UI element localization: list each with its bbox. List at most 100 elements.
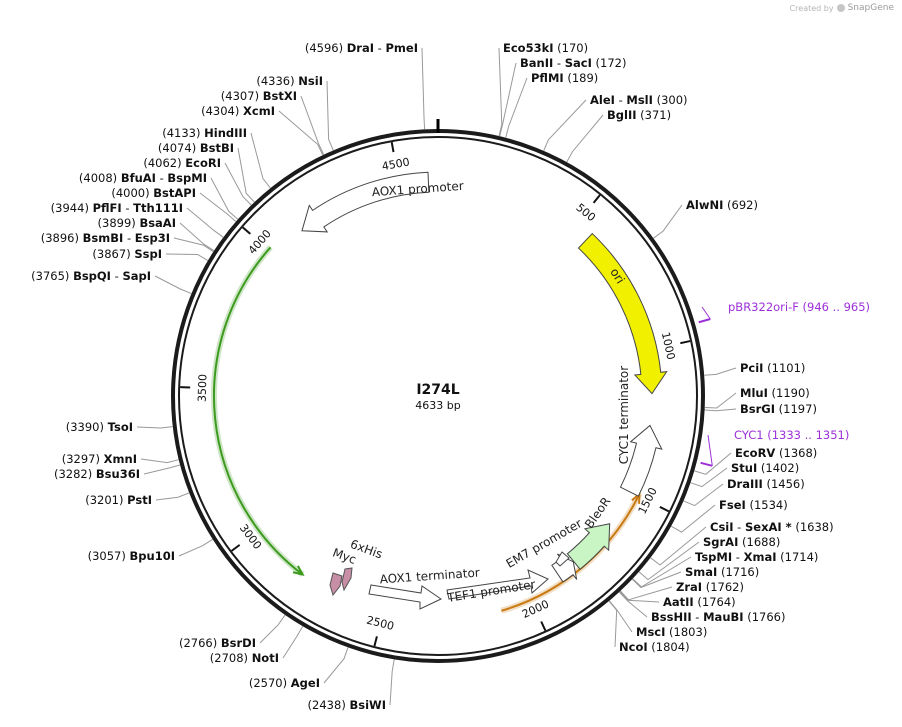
site-enzyme-name: BanII <box>520 56 553 70</box>
site-label-csii[interactable]: CsiI - SexAI * (1638) <box>710 520 834 534</box>
site-label-smai[interactable]: SmaI (1716) <box>685 565 759 579</box>
site-label-noti[interactable]: (2708) NotI <box>210 651 279 665</box>
site-leader-line <box>154 275 192 295</box>
site-label-banii[interactable]: BanII - SacI (172) <box>520 56 627 70</box>
site-leader-line <box>704 408 737 412</box>
feature-ori-arrow[interactable] <box>577 232 668 395</box>
site-label-stui[interactable]: StuI (1402) <box>731 461 799 475</box>
site-label-sgrai[interactable]: SgrAI (1688) <box>703 535 780 549</box>
site-label-agei[interactable]: (2570) AgeI <box>249 676 320 690</box>
site-leader-line <box>155 492 190 501</box>
site-position-value: 3899 <box>102 216 131 230</box>
site-label-fsei[interactable]: FseI (1534) <box>719 498 788 512</box>
site-label-hindiii[interactable]: (4133) HindIII <box>162 126 247 140</box>
site-label-tspmi[interactable]: TspMI - XmaI (1714) <box>695 550 818 564</box>
site-separator: - <box>374 41 385 55</box>
site-label-pflfi[interactable]: (3944) PflFI - Tth111I <box>51 201 183 215</box>
primer-mark[interactable] <box>700 461 713 467</box>
site-leader-line <box>136 426 173 429</box>
site-label-ncoi[interactable]: NcoI (1804) <box>619 640 690 654</box>
site-enzyme-name: Esp3I <box>135 231 170 245</box>
site-position: (1368) <box>779 446 817 460</box>
primer-mark[interactable] <box>698 318 711 324</box>
site-label-bsshii[interactable]: BssHII - MauBI (1766) <box>651 610 785 624</box>
site-label-bglii[interactable]: BglII (371) <box>607 108 671 122</box>
site-label-zrai[interactable]: ZraI (1762) <box>676 580 744 594</box>
site-position: (1804) <box>651 640 689 654</box>
site-label-bfuai[interactable]: (4008) BfuAI - BspMI <box>79 171 207 185</box>
feature-cyc1-terminator-arrow[interactable] <box>619 424 663 497</box>
site-label-bsu36i[interactable]: (3282) Bsu36I <box>54 467 140 481</box>
site-position-value: 2438 <box>312 698 341 712</box>
site-label-eco53ki[interactable]: Eco53kI (170) <box>503 41 588 55</box>
primer-label-pbr322ori-f[interactable]: pBR322ori-F (946 .. 965) <box>728 300 870 314</box>
site-enzyme-name: EcoRI <box>185 156 221 170</box>
site-separator: - <box>122 201 133 215</box>
site-label-xmni[interactable]: (3297) XmnI <box>62 452 137 466</box>
site-position: (1638) <box>795 520 833 534</box>
primer-range: (1333 .. 1351) <box>767 428 849 442</box>
site-position-value: 1190 <box>776 386 805 400</box>
feature-aox1-promoter-arrow[interactable] <box>301 171 430 233</box>
site-label-pflmi[interactable]: PflMI (189) <box>531 71 598 85</box>
myc-tag-arrow[interactable] <box>329 572 343 597</box>
site-label-bsiwi[interactable]: (2438) BsiWI <box>308 698 386 712</box>
6xhis-tag-arrow[interactable] <box>341 567 353 592</box>
site-leader-line <box>300 95 325 155</box>
site-position-value: 4307 <box>225 89 254 103</box>
site-label-draiii[interactable]: DraIII (1456) <box>727 477 805 491</box>
em7-promoter-arrow[interactable] <box>555 551 570 567</box>
tick-mark <box>373 636 378 647</box>
site-label-bstapi[interactable]: (4000) BstAPI <box>111 186 196 200</box>
primer-label-cyc1[interactable]: CYC1 (1333 .. 1351) <box>734 428 849 442</box>
site-label-bsrdi[interactable]: (2766) BsrDI <box>179 636 256 650</box>
site-position: (2438) <box>308 698 346 712</box>
site-label-msci[interactable]: MscI (1803) <box>636 625 707 639</box>
site-position-value: 3201 <box>90 493 119 507</box>
site-enzyme-name: FseI <box>719 498 746 512</box>
site-position: (1534) <box>749 498 787 512</box>
site-label-ecori[interactable]: (4062) EcoRI <box>143 156 221 170</box>
site-position: (1101) <box>767 361 805 375</box>
site-label-psti[interactable]: (3201) PstI <box>85 493 152 507</box>
site-label-xcmi[interactable]: (4304) XcmI <box>201 104 275 118</box>
site-label-nsii[interactable]: (4336) NsiI <box>256 74 323 88</box>
site-enzyme-name: SacI <box>565 56 592 70</box>
site-label-bstbi[interactable]: (4074) BstBI <box>158 141 234 155</box>
site-leader-line <box>620 586 673 601</box>
site-label-pcii[interactable]: PciI (1101) <box>740 361 805 375</box>
tef1-promoter-arrow[interactable] <box>446 569 549 600</box>
site-leader-line <box>650 526 707 566</box>
site-label-bstxi[interactable]: (4307) BstXI <box>221 89 297 103</box>
site-label-ecorv[interactable]: EcoRV (1368) <box>735 446 817 460</box>
site-position: (3896) <box>41 231 79 245</box>
site-separator: - <box>615 93 626 107</box>
site-position: (692) <box>727 198 758 212</box>
primer-layer: pBR322ori-F (946 .. 965) CYC1 (1333 .. 13… <box>698 300 870 467</box>
aox1-terminator-arrow[interactable] <box>368 584 442 610</box>
site-leader-line <box>186 207 224 238</box>
site-enzyme-name: DraI <box>347 41 374 55</box>
site-position: (1714) <box>780 550 818 564</box>
site-position: (4304) <box>201 104 239 118</box>
site-label-bsaai[interactable]: (3899) BsaAI <box>98 216 177 230</box>
site-label-drai[interactable]: (4596) DraI - PmeI <box>305 41 418 55</box>
site-leader-line <box>421 47 426 130</box>
tick-label: 4500 <box>381 155 411 173</box>
site-label-tsoi[interactable]: (3390) TsoI <box>66 420 133 434</box>
site-enzyme-name: TspMI <box>695 550 732 564</box>
aox1-terminator-label: AOX1 terminator <box>379 566 480 587</box>
site-label-bspqi[interactable]: (3765) BspQI - SapI <box>31 269 151 283</box>
feature-bleor-arrow[interactable] <box>566 523 611 570</box>
site-label-mlui[interactable]: MluI (1190) <box>740 386 810 400</box>
site-label-bsrgi[interactable]: BsrGI (1197) <box>740 402 817 416</box>
site-label-bpu10i[interactable]: (3057) Bpu10I <box>88 549 175 563</box>
site-label-alei[interactable]: AleI - MslI (300) <box>590 93 688 107</box>
site-enzyme-name: BspQI <box>73 269 111 283</box>
site-label-sspi[interactable]: (3867) SspI <box>92 247 162 261</box>
site-label-aatii[interactable]: AatII (1764) <box>663 595 736 609</box>
site-label-alwni[interactable]: AlwNI (692) <box>686 198 758 212</box>
site-label-bsmbi[interactable]: (3896) BsmBI - Esp3I <box>41 231 170 245</box>
site-position: (300) <box>657 93 688 107</box>
